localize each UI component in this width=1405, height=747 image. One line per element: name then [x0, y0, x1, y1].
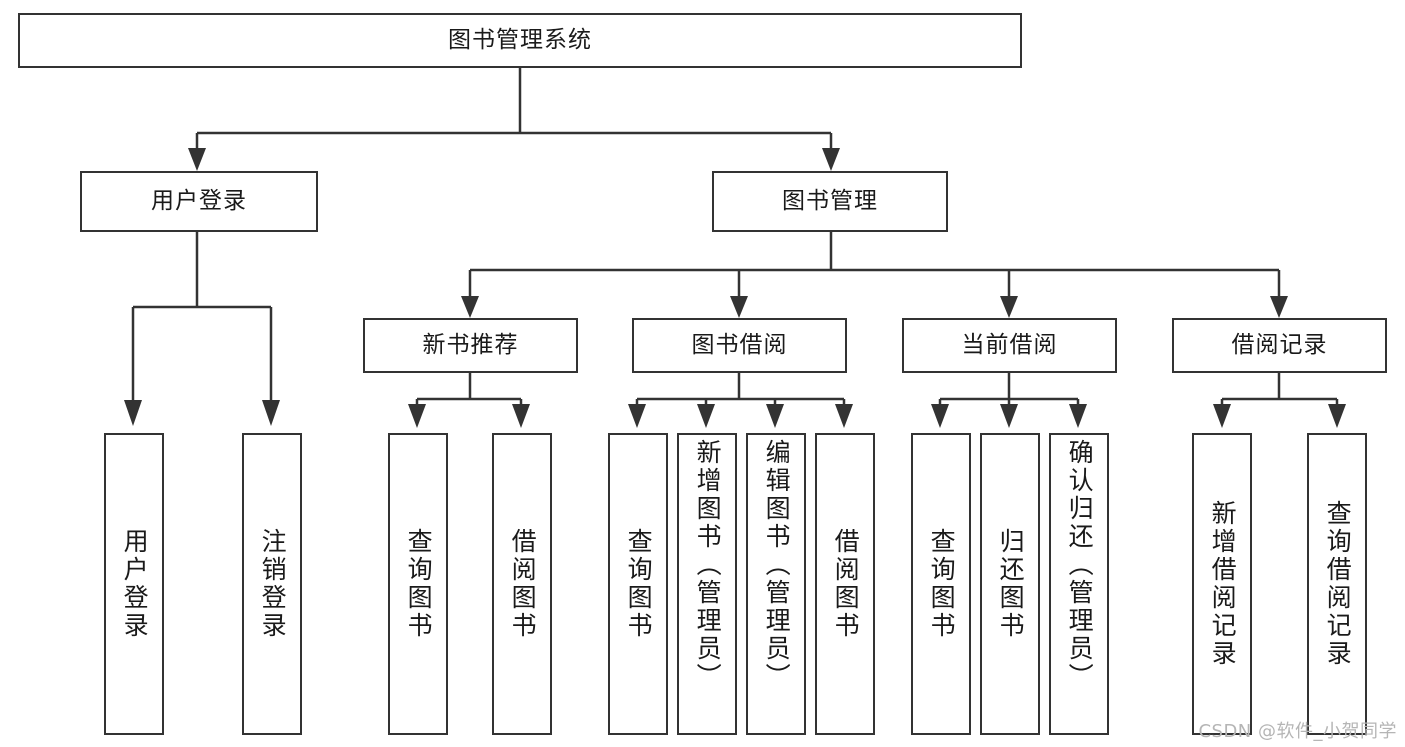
leaf-borrow-record-1-label: 新增借阅记录	[1208, 500, 1238, 668]
leaf-book-borrow-2-label: 新增图书（管理员）	[693, 439, 723, 691]
arrowhead-record	[1270, 296, 1288, 318]
arrowhead-nb-leaf2	[512, 404, 530, 428]
arrowhead-current	[1000, 296, 1018, 318]
leaf-new-book-1-label: 查询图书	[404, 528, 434, 640]
leaf-book-borrow-2[interactable]: 新增图书（管理员）	[677, 433, 737, 735]
leaf-book-borrow-4[interactable]: 借阅图书	[815, 433, 875, 735]
leaf-book-borrow-3-label: 编辑图书（管理员）	[762, 439, 792, 691]
node-user-login[interactable]: 用户登录	[80, 171, 318, 232]
leaf-current-borrow-2[interactable]: 归还图书	[980, 433, 1040, 735]
node-current-borrow[interactable]: 当前借阅	[902, 318, 1117, 373]
leaf-new-book-1[interactable]: 查询图书	[388, 433, 448, 735]
arrowhead-bb-leaf1	[628, 404, 646, 428]
leaf-borrow-record-2[interactable]: 查询借阅记录	[1307, 433, 1367, 735]
arrowhead-br-leaf2	[1328, 404, 1346, 428]
leaf-new-book-2-label: 借阅图书	[508, 528, 538, 640]
leaf-current-borrow-1[interactable]: 查询图书	[911, 433, 971, 735]
arrowhead-ul-leaf2	[262, 400, 280, 426]
node-book-borrow-label: 图书借阅	[691, 332, 788, 359]
leaf-current-borrow-2-label: 归还图书	[996, 528, 1026, 640]
leaf-book-borrow-4-label: 借阅图书	[831, 528, 861, 640]
leaf-current-borrow-3[interactable]: 确认归还（管理员）	[1049, 433, 1109, 735]
node-borrow-record[interactable]: 借阅记录	[1172, 318, 1387, 373]
leaf-user-login-1-label: 用户登录	[120, 528, 150, 640]
leaf-book-borrow-1-label: 查询图书	[624, 528, 654, 640]
node-book-borrow[interactable]: 图书借阅	[632, 318, 847, 373]
node-root-label: 图书管理系统	[448, 27, 592, 54]
leaf-user-login-2-label: 注销登录	[258, 528, 288, 640]
arrowhead-cb-leaf2	[1000, 404, 1018, 428]
arrowhead-br-leaf1	[1213, 404, 1231, 428]
leaf-new-book-2[interactable]: 借阅图书	[492, 433, 552, 735]
node-current-borrow-label: 当前借阅	[961, 332, 1058, 359]
arrowhead-bb-leaf4	[835, 404, 853, 428]
node-new-book-recommend-label: 新书推荐	[422, 332, 519, 359]
leaf-current-borrow-3-label: 确认归还（管理员）	[1065, 439, 1095, 691]
node-book-management-label: 图书管理	[782, 188, 878, 215]
arrowhead-user-login	[188, 148, 206, 171]
leaf-book-borrow-3[interactable]: 编辑图书（管理员）	[746, 433, 806, 735]
arrowhead-bb-leaf3	[766, 404, 784, 428]
node-new-book-recommend[interactable]: 新书推荐	[363, 318, 578, 373]
arrowhead-book-mgmt	[822, 148, 840, 171]
arrowhead-bb-leaf2	[697, 404, 715, 428]
arrowhead-cb-leaf1	[931, 404, 949, 428]
leaf-user-login-2[interactable]: 注销登录	[242, 433, 302, 735]
leaf-user-login-1[interactable]: 用户登录	[104, 433, 164, 735]
csdn-watermark: CSDN @软件_小贺同学	[1198, 721, 1397, 742]
arrowhead-ul-leaf1	[124, 400, 142, 426]
arrowhead-cb-leaf3	[1069, 404, 1087, 428]
leaf-current-borrow-1-label: 查询图书	[927, 528, 957, 640]
arrowhead-nb-leaf1	[408, 404, 426, 428]
node-borrow-record-label: 借阅记录	[1231, 332, 1328, 359]
arrowhead-new-book	[461, 296, 479, 318]
node-user-login-label: 用户登录	[151, 188, 247, 215]
leaf-borrow-record-2-label: 查询借阅记录	[1323, 500, 1353, 668]
node-root[interactable]: 图书管理系统	[18, 13, 1022, 68]
node-book-management[interactable]: 图书管理	[712, 171, 948, 232]
leaf-borrow-record-1[interactable]: 新增借阅记录	[1192, 433, 1252, 735]
leaf-book-borrow-1[interactable]: 查询图书	[608, 433, 668, 735]
arrowhead-borrow	[730, 296, 748, 318]
